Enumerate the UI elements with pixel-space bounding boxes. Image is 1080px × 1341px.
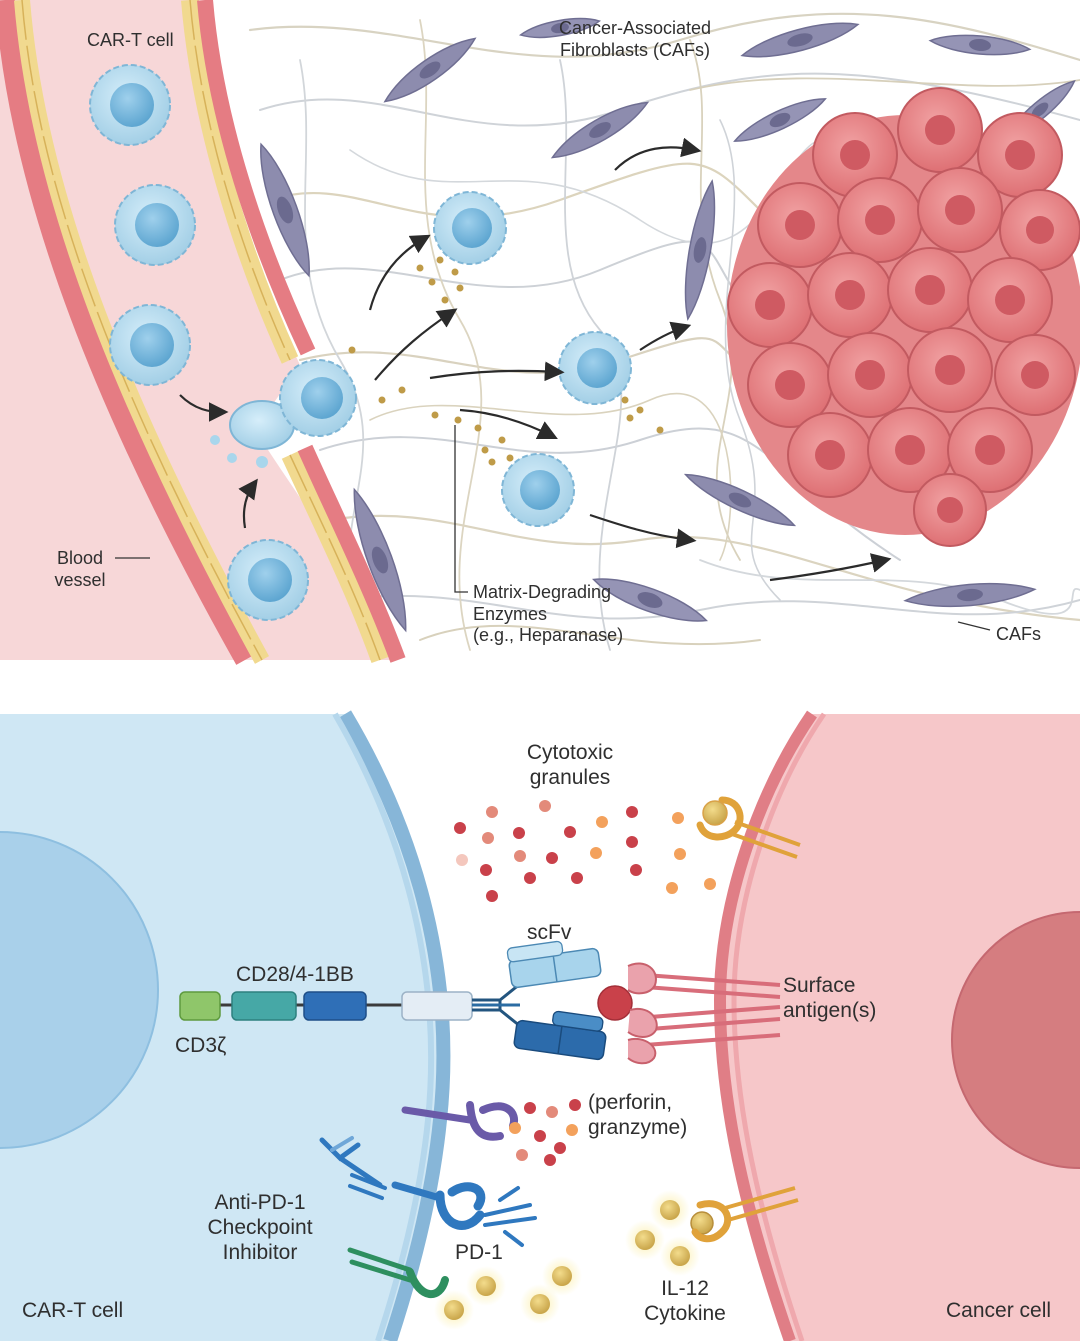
caf: [260, 142, 310, 278]
perforin-label: (perforin, granzyme): [588, 1090, 687, 1140]
car-t-cell: [558, 331, 632, 405]
caf: [550, 101, 650, 159]
cytotoxic-line2: granules: [529, 766, 611, 790]
car-t-cell: [114, 184, 196, 266]
label-leaders: [115, 425, 991, 631]
cd28-label: CD28/4-1BB: [236, 963, 354, 986]
caf: [733, 98, 827, 142]
caf: [928, 34, 1032, 56]
scfv-bottom: [513, 1010, 607, 1061]
antipd1-line1: Anti-PD-1: [214, 1191, 306, 1214]
anti-pd1-antibodies: [319, 1136, 537, 1299]
caf: [518, 17, 602, 39]
cancer-cell-label: Cancer cell: [946, 1299, 1052, 1322]
blood-vessel: [0, 0, 406, 665]
antigen-line1: Surface: [783, 974, 856, 997]
cytotoxic-granules: [454, 800, 716, 902]
4-1bb-domain: [303, 991, 367, 1021]
cd28-domain: [231, 991, 297, 1021]
car-t-cell: [109, 304, 191, 386]
blood-vessel-line1: Blood: [56, 548, 104, 568]
car-t-cell: [501, 453, 575, 527]
transmembrane-domain: [401, 991, 473, 1021]
anti-pd1-label: Anti-PD-1 Checkpoint Inhibitor: [190, 1190, 330, 1266]
caf: [684, 179, 716, 321]
enzymes-line3: (e.g., Heparanase): [473, 625, 624, 646]
scfv-top: [506, 940, 602, 989]
perforin-line1: (perforin,: [588, 1091, 673, 1114]
surface-antigens: [597, 962, 781, 1065]
matrix-degrading-enzymes: [348, 256, 664, 466]
migration-arrows: [179, 137, 892, 582]
caf: [903, 582, 1037, 608]
perforin-line2: granzyme): [588, 1116, 688, 1140]
il12-line1: IL-12: [661, 1277, 709, 1300]
car-t-cell: [433, 191, 507, 265]
antigen-line2: antigen(s): [783, 999, 877, 1023]
t-cells-in-vessel: [89, 64, 357, 621]
il12-cytokine: [434, 1186, 799, 1330]
perforin-granzyme: [401, 1099, 581, 1166]
cytotoxic-granules-label: Cytotoxic granules: [505, 740, 635, 790]
pd1-label: PD-1: [455, 1241, 503, 1264]
blood-vessel-label: Blood vessel: [40, 548, 120, 591]
cytotoxic-line1: Cytotoxic: [526, 741, 614, 764]
cafs: [260, 17, 1076, 633]
receptor-top: [696, 796, 801, 859]
bottom-panel: [0, 710, 1080, 1341]
cafs-title-line2: Fibroblasts (CAFs): [559, 39, 711, 60]
car-construct: [179, 940, 607, 1061]
antipd1-line2: Checkpoint: [207, 1216, 313, 1240]
cancer-cell-body: [713, 710, 1080, 1341]
il12-line2: Cytokine: [644, 1302, 726, 1326]
cafs-label: CAFs: [996, 624, 1041, 644]
caf: [353, 487, 407, 633]
enzymes-line2: Enzymes: [473, 603, 548, 624]
scfv-label: scFv: [527, 921, 572, 944]
cafs-title-line1: Cancer-Associated: [558, 18, 712, 38]
top-panel: [0, 0, 1080, 665]
car-t-cell-label-top: CAR-T cell: [87, 30, 174, 50]
antipd1-line3: Inhibitor: [222, 1241, 298, 1265]
cd3z-domain: [179, 991, 221, 1021]
t-cells-in-stroma: [433, 191, 632, 527]
caf: [592, 578, 708, 622]
caf: [740, 22, 860, 58]
tumor-mass: [727, 87, 1080, 547]
enzymes-line1: Matrix-Degrading: [473, 582, 612, 602]
car-t-cell-label-bottom: CAR-T cell: [22, 1299, 124, 1322]
car-t-cell: [89, 64, 171, 146]
enzymes-label: Matrix-Degrading Enzymes (e.g., Heparana…: [473, 582, 623, 647]
il12-label: IL-12 Cytokine: [630, 1276, 740, 1326]
cafs-title: Cancer-Associated Fibroblasts (CAFs): [545, 18, 725, 61]
car-t-cell: [227, 539, 309, 621]
surface-antigen-label: Surface antigen(s): [783, 973, 876, 1023]
caf: [683, 473, 797, 527]
cd3z-label: CD3ζ: [175, 1034, 227, 1057]
caf: [383, 37, 477, 103]
extravasating-t-cell: [210, 359, 357, 468]
blood-vessel-line2: vessel: [54, 569, 106, 590]
